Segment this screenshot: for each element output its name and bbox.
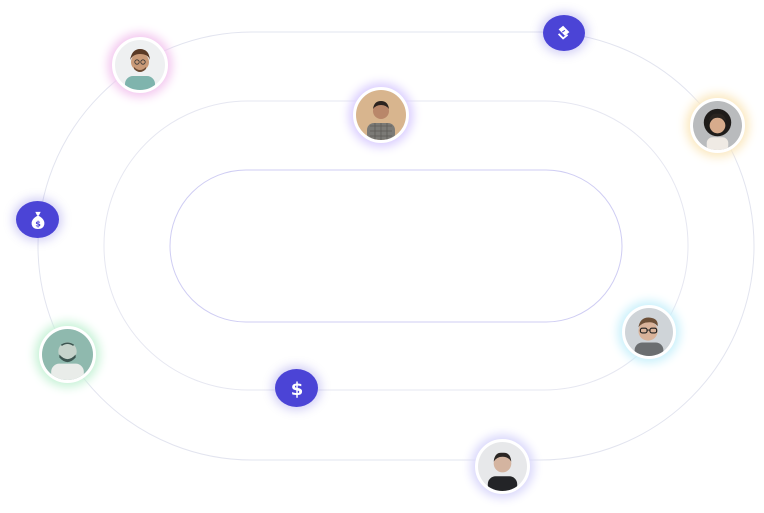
outer-orbit: [37, 31, 755, 461]
dollar-token: $: [275, 369, 318, 407]
avatar-plaid-shirt-man: [353, 87, 409, 143]
person-photo: [115, 40, 165, 90]
inner-orbit: [169, 169, 623, 323]
avatar-dark-shirt-man: [475, 439, 530, 494]
money-bag-icon: $: [31, 211, 44, 229]
money-bag-token: $: [16, 201, 59, 238]
middle-orbit: [103, 100, 689, 391]
svg-text:$: $: [290, 379, 303, 398]
ticket-icon: [557, 25, 570, 40]
avatar-smiling-man: [39, 326, 96, 383]
ticket-token: [543, 15, 585, 51]
svg-text:$: $: [35, 218, 41, 228]
avatar-glasses-man: [622, 305, 676, 359]
avatar-curly-hair-man: [112, 37, 168, 93]
dollar-icon: $: [290, 379, 303, 398]
person-photo: [356, 90, 406, 140]
avatar-curly-hair-woman: [690, 98, 745, 153]
person-photo: [693, 101, 742, 150]
person-photo: [478, 442, 527, 491]
person-photo: [42, 329, 93, 380]
person-photo: [625, 308, 673, 356]
